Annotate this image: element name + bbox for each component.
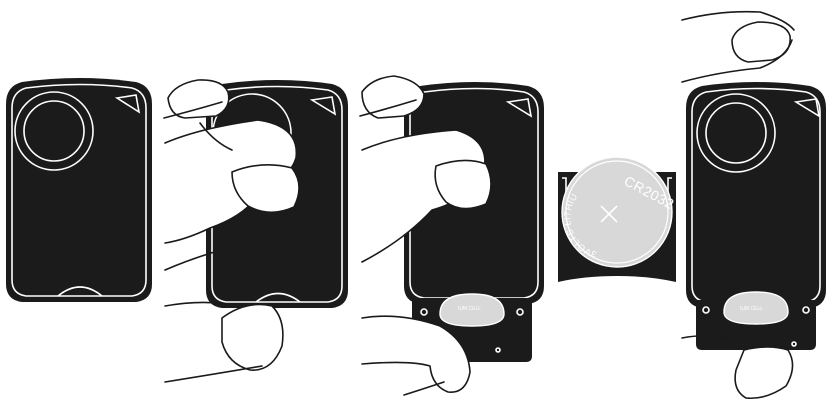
step-1-remote: [6, 78, 152, 302]
svg-text:IUM CELL: IUM CELL: [458, 306, 481, 312]
tray-cell-label: IUM CELL: [740, 306, 763, 312]
step-5-hand-top: [682, 12, 794, 82]
step-2-hand-bottom: [165, 302, 283, 382]
step-5-remote: [686, 82, 826, 308]
step-5-battery-tray: IUM CELL: [696, 292, 816, 350]
